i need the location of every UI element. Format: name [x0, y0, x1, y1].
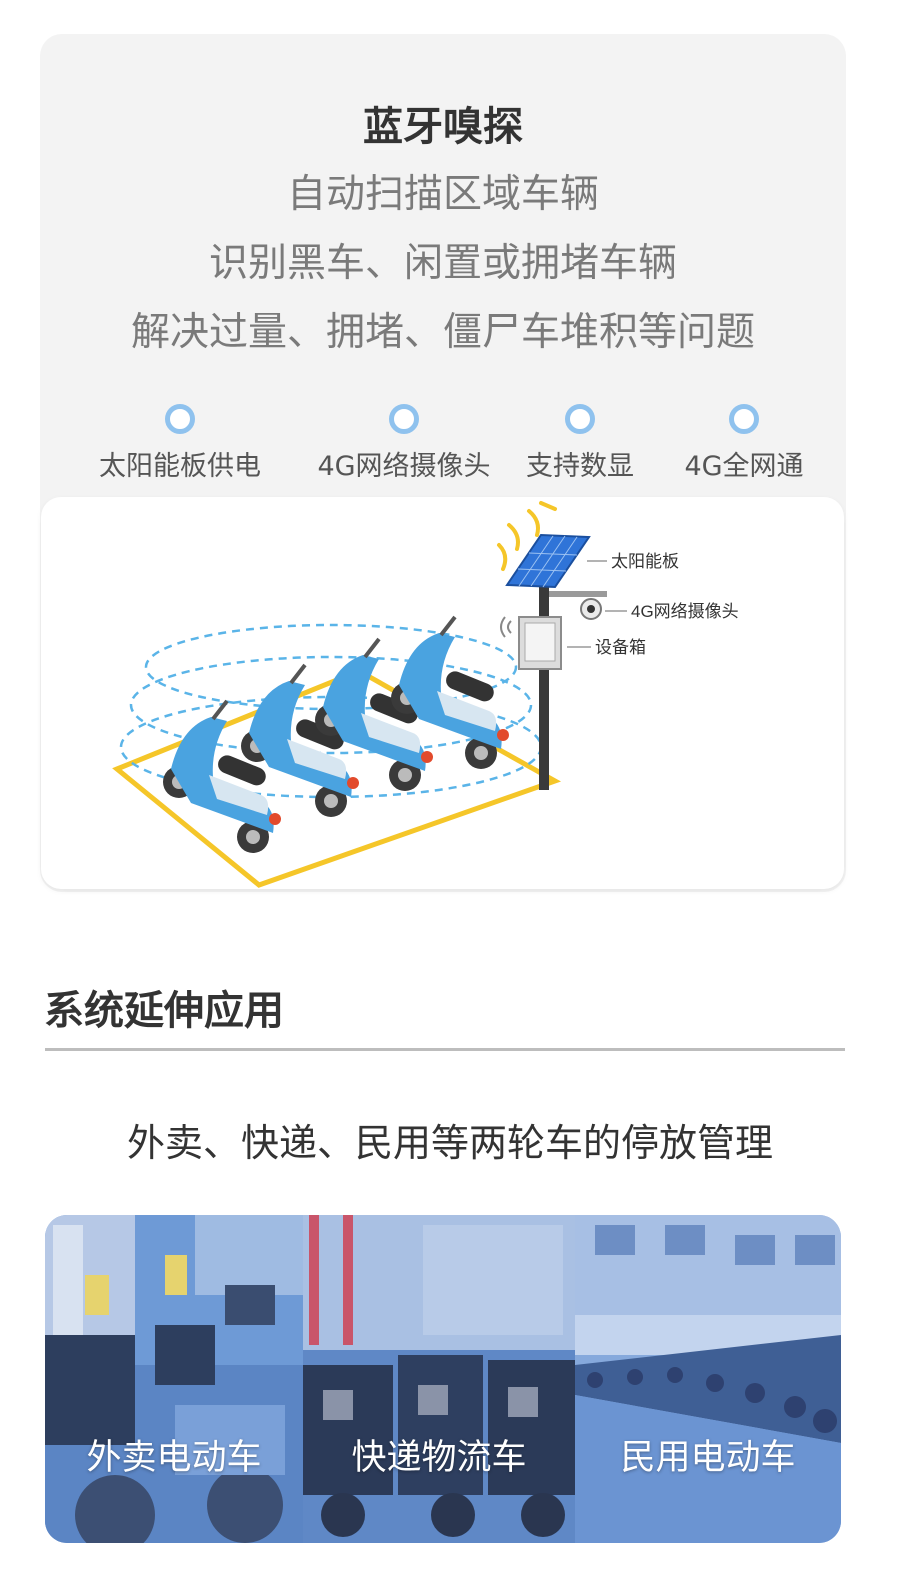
tile-civilian-scooters[interactable]: 民用电动车 — [575, 1215, 841, 1543]
scooter — [315, 637, 433, 791]
feature-digital-display: 支持数显 — [480, 404, 680, 483]
feature-label: 支持数显 — [526, 451, 634, 482]
application-gallery: 外卖电动车 快递物流车 — [45, 1215, 841, 1543]
label-solar-panel: 太阳能板 — [611, 552, 679, 571]
feature-label: 4G网络摄像头 — [317, 451, 491, 482]
tile-label: 快递物流车 — [351, 1438, 527, 1478]
card-line-1: 自动扫描区域车辆 — [286, 172, 599, 217]
delivery-scooters-photo — [45, 1215, 303, 1543]
ring-icon — [729, 404, 759, 434]
feature-4g-camera: 4G网络摄像头 — [304, 404, 504, 483]
scooter — [241, 663, 359, 817]
feature-solar-power: 太阳能板供电 — [80, 404, 280, 483]
tile-delivery-scooters[interactable]: 外卖电动车 — [45, 1215, 303, 1543]
pole — [539, 585, 549, 790]
section-subtitle: 外卖、快递、民用等两轮车的停放管理 — [126, 1121, 773, 1165]
solar-panel-icon — [505, 533, 591, 589]
wifi-icon — [500, 616, 512, 638]
equipment-box-icon — [518, 616, 562, 670]
courier-vehicles-photo — [303, 1215, 575, 1543]
card-title: 蓝牙嗅探 — [363, 104, 523, 150]
ring-icon — [165, 404, 195, 434]
tile-courier-vehicles[interactable]: 快递物流车 — [303, 1215, 575, 1543]
card-line-2: 识别黑车、闲置或拥堵车辆 — [208, 241, 677, 286]
tile-label: 外卖电动车 — [86, 1438, 262, 1478]
scooter — [391, 615, 509, 769]
sunlight-icon — [497, 501, 557, 571]
ring-icon — [389, 404, 419, 434]
label-4g-camera: 4G网络摄像头 — [631, 602, 739, 621]
label-equipment-box: 设备箱 — [595, 638, 646, 657]
feature-label: 4G全网通 — [684, 451, 804, 482]
section-divider — [45, 1048, 845, 1051]
parking-illustration: 太阳能板 4G网络摄像头 设备箱 — [112, 501, 739, 888]
section-title: 系统延伸应用 — [44, 988, 284, 1034]
illustration-panel: 太阳能板 4G网络摄像头 设备箱 — [41, 497, 844, 889]
tile-label: 民用电动车 — [620, 1438, 796, 1478]
scooter — [163, 699, 281, 853]
civilian-scooters-photo — [575, 1215, 841, 1543]
feature-4g-network: 4G全网通 — [644, 404, 844, 483]
ring-icon — [565, 404, 595, 434]
card-line-3: 解决过量、拥堵、僵尸车堆积等问题 — [130, 310, 755, 355]
feature-label: 太阳能板供电 — [99, 451, 261, 482]
camera-icon — [580, 598, 602, 620]
